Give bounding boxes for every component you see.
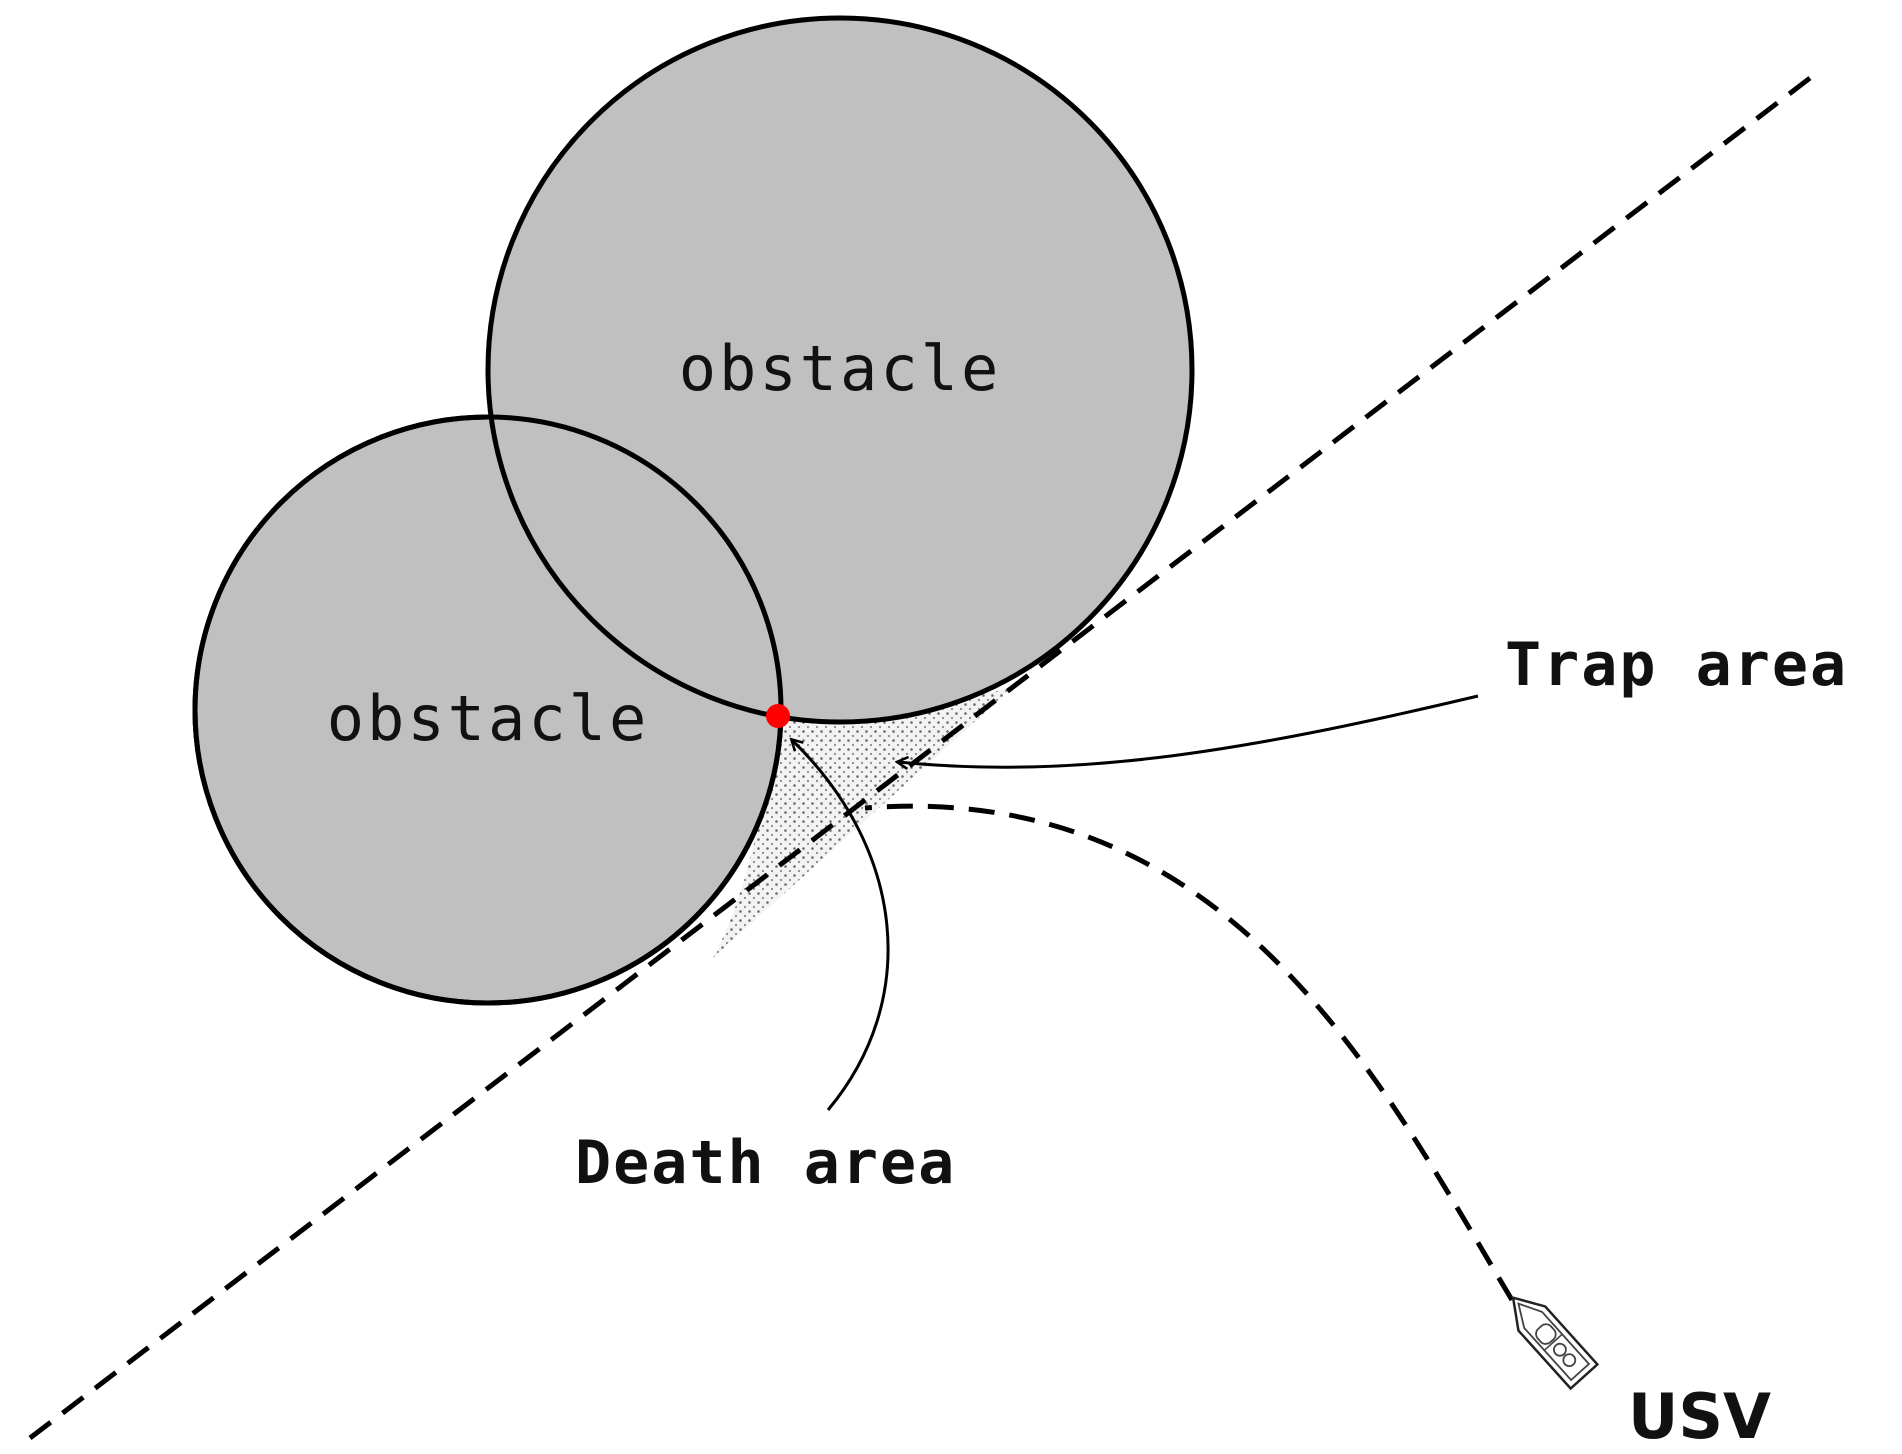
trap-area-region xyxy=(713,688,1012,958)
trap-area-label: Trap area xyxy=(1505,630,1848,700)
dashed-boundary-line xyxy=(28,76,1812,1440)
obstacle-label-lower: obstacle xyxy=(327,682,650,755)
usv-trajectory xyxy=(864,803,1515,1302)
critical-point xyxy=(766,704,790,728)
boat-icon xyxy=(1511,1295,1600,1391)
death-area-arrow xyxy=(792,740,890,1111)
death-area-label: Death area xyxy=(575,1128,956,1198)
usv-label: USV xyxy=(1628,1380,1771,1453)
trap-area-arrow xyxy=(898,694,1479,767)
obstacle-circle-upper xyxy=(485,15,1195,725)
obstacle-label-upper: obstacle xyxy=(679,332,1002,405)
